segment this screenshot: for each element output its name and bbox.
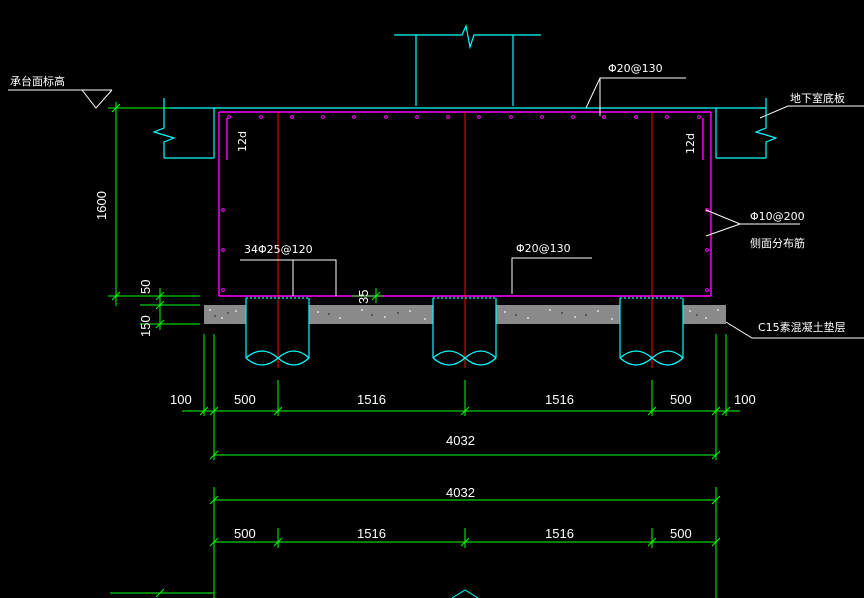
column-stub bbox=[394, 24, 541, 106]
dim-row2-500-right: 500 bbox=[670, 526, 692, 541]
dim-lower-lines bbox=[110, 487, 721, 598]
dim-row1-500-right: 500 bbox=[670, 392, 692, 407]
pile-right bbox=[619, 297, 684, 366]
dim-cover-35: 35 bbox=[356, 290, 371, 304]
dim-row1-100-left: 100 bbox=[170, 392, 192, 407]
dim-row1-1516-right: 1516 bbox=[545, 392, 574, 407]
side-rebar-label: Φ10@200 bbox=[750, 210, 805, 223]
anchor-right-label: 12d bbox=[684, 133, 697, 154]
vertical-dimensions bbox=[108, 102, 384, 330]
basement-slab bbox=[152, 98, 778, 159]
dim-row1-1516-left: 1516 bbox=[357, 392, 386, 407]
cap-top-elevation-label: 承台面标高 bbox=[10, 74, 65, 88]
dim-total-b: 4032 bbox=[446, 485, 475, 500]
cushion-label: C15素混凝土垫层 bbox=[758, 320, 846, 334]
dim-offset-50: 50 bbox=[138, 280, 153, 294]
dim-row-1-lines bbox=[182, 334, 740, 460]
cushion-layer bbox=[204, 305, 726, 324]
piles bbox=[245, 297, 684, 366]
dim-row2-1516-left: 1516 bbox=[357, 526, 386, 541]
lower-view-fragment bbox=[451, 589, 479, 598]
pile-middle bbox=[432, 297, 497, 366]
dim-cushion-150: 150 bbox=[138, 315, 153, 337]
dim-row2-1516-right: 1516 bbox=[545, 526, 574, 541]
dim-row1-500-left: 500 bbox=[234, 392, 256, 407]
pile-left bbox=[245, 297, 310, 366]
anchor-left-label: 12d bbox=[236, 131, 249, 152]
dim-row1-100-right: 100 bbox=[734, 392, 756, 407]
basement-slab-label: 地下室底板 bbox=[790, 91, 845, 105]
bottom-rebar-label: Φ20@130 bbox=[516, 242, 571, 255]
dim-total-a: 4032 bbox=[446, 433, 475, 448]
leaders bbox=[240, 77, 864, 339]
dim-row2-500-left: 500 bbox=[234, 526, 256, 541]
elevation-symbol bbox=[8, 89, 113, 109]
top-rebar-dots bbox=[221, 115, 709, 292]
side-rebar-desc-label: 侧面分布筋 bbox=[750, 236, 805, 250]
bottom-main-rebar-label: 34Φ25@120 bbox=[244, 243, 313, 256]
pile-centerlines bbox=[277, 112, 653, 368]
dim-height-1600: 1600 bbox=[94, 191, 109, 220]
top-rebar-label: Φ20@130 bbox=[608, 62, 663, 75]
